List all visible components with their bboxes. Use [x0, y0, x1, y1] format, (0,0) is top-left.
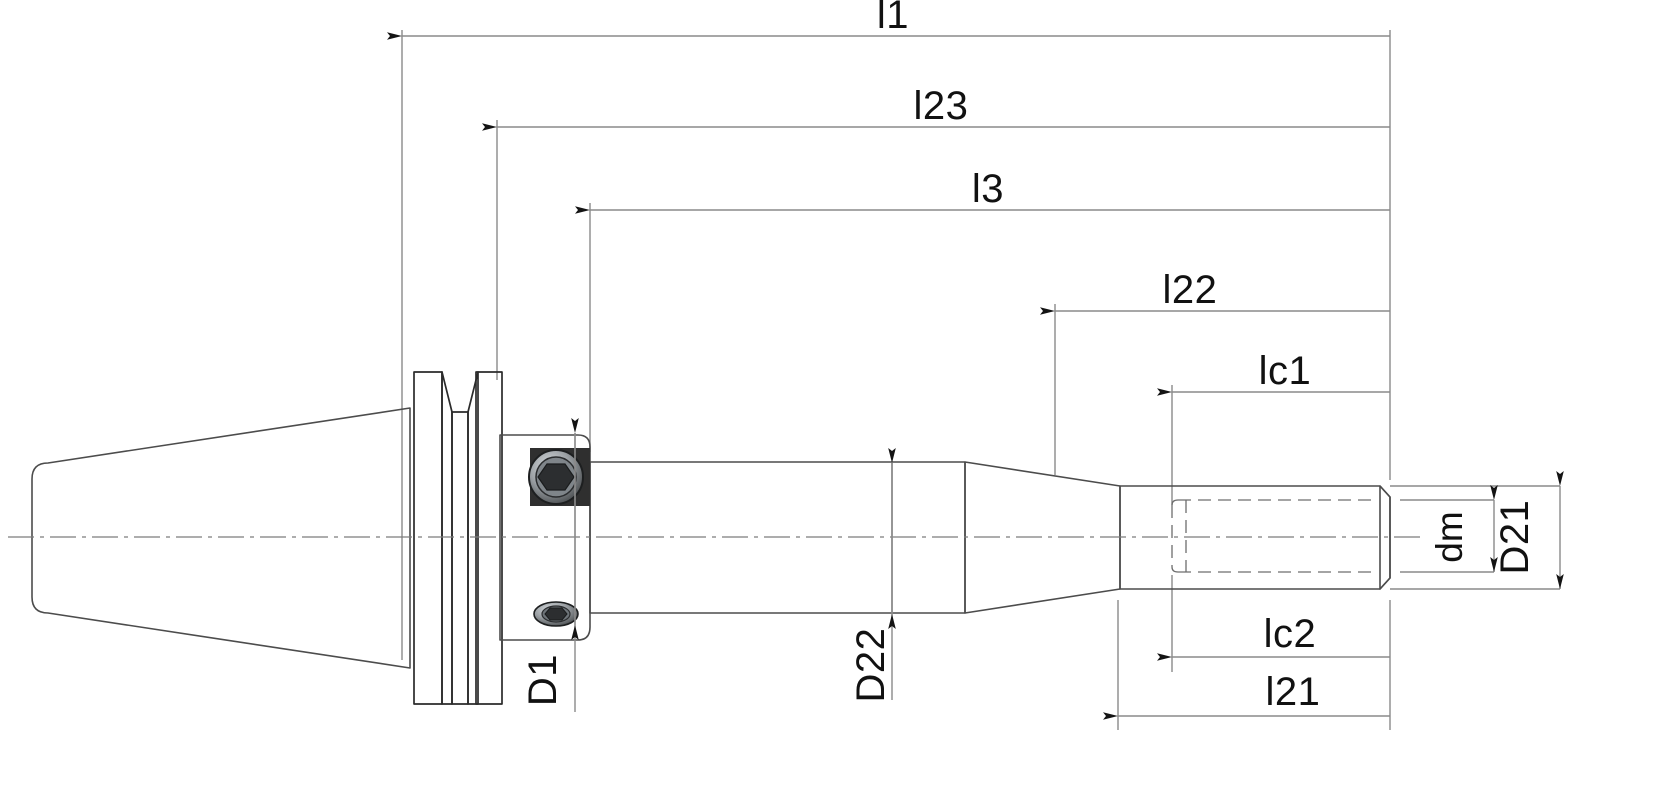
dim-label-D22: D22 [849, 628, 893, 703]
hex-socket-glyph-lower [544, 607, 568, 621]
taper-shank [31, 407, 411, 669]
dim-label-D1: D1 [521, 654, 565, 706]
dimension-labels: l1 l23 l3 l22 lc1 lc2 l21 D1 D22 dm D21 [521, 0, 1537, 714]
set-screw-lower-assembly [533, 601, 579, 627]
hidden-bore-lines [1171, 499, 1378, 573]
dim-label-dm: dm [1429, 511, 1470, 562]
horizontal-dimension-lines [387, 32, 1390, 720]
dim-label-l1: l1 [877, 0, 909, 37]
dim-label-D21: D21 [1493, 500, 1537, 575]
collar-body [499, 434, 591, 641]
tool-holder-body [8, 371, 1420, 705]
shaft-fillet-top [590, 455, 612, 462]
v-groove-front-face [467, 371, 479, 705]
hex-socket-glyph [537, 463, 575, 491]
dim-label-lc2: lc2 [1264, 612, 1317, 656]
extension-lines [401, 30, 1560, 730]
dim-label-l22: l22 [1163, 268, 1218, 312]
flange-back-plate [413, 371, 443, 705]
dim-label-l3: l3 [972, 167, 1004, 211]
v-flange-retention-groove [441, 371, 453, 705]
set-screw-upper-assembly [528, 448, 590, 506]
dim-label-l23: l23 [914, 84, 969, 128]
vertical-dimension-lines [571, 418, 1564, 712]
nose-end-chamfer [1379, 485, 1391, 590]
flange-front-plate [475, 371, 503, 705]
dim-label-l21: l21 [1266, 670, 1321, 714]
v-groove-floor [451, 411, 469, 705]
dim-label-lc1: lc1 [1259, 349, 1312, 393]
